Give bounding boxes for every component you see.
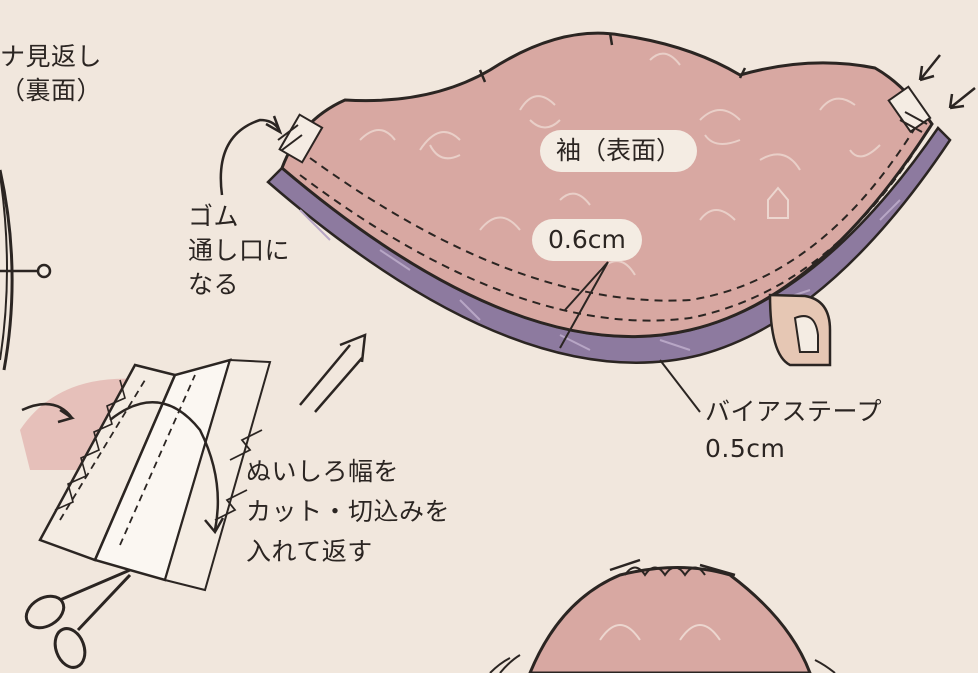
stitch-width-leaders [559,261,609,349]
elastic-arrow-icon [219,115,283,196]
facing-label: ナ見返し [0,42,103,71]
sleeve-side-label: 袖（表面） [540,130,698,172]
pin-icon [0,263,52,279]
bias-tape-leader [659,359,701,413]
stitch-width-label: 0.6cm [532,219,642,261]
facing-side-label: （裏面） [0,76,103,105]
sleeve-body [280,31,934,339]
elastic-opening-label: ゴム 通し口に なる [188,202,291,299]
process-arrow-icon [299,333,367,413]
seam-allowance-detail [20,358,272,592]
scissors-icon [24,568,132,669]
elastic-opening-mark [277,85,932,164]
gathered-sleeve-preview [489,558,836,673]
seam-instruction-label: ぬいしろ幅を カット・切込みを 入れて返す [246,457,451,566]
bias-tape-width-label: 0.5cm [705,434,786,463]
bias-tape-label: バイアステープ [705,397,883,426]
iron-icon [768,293,832,367]
right-tip-arrows-icon [918,54,976,110]
